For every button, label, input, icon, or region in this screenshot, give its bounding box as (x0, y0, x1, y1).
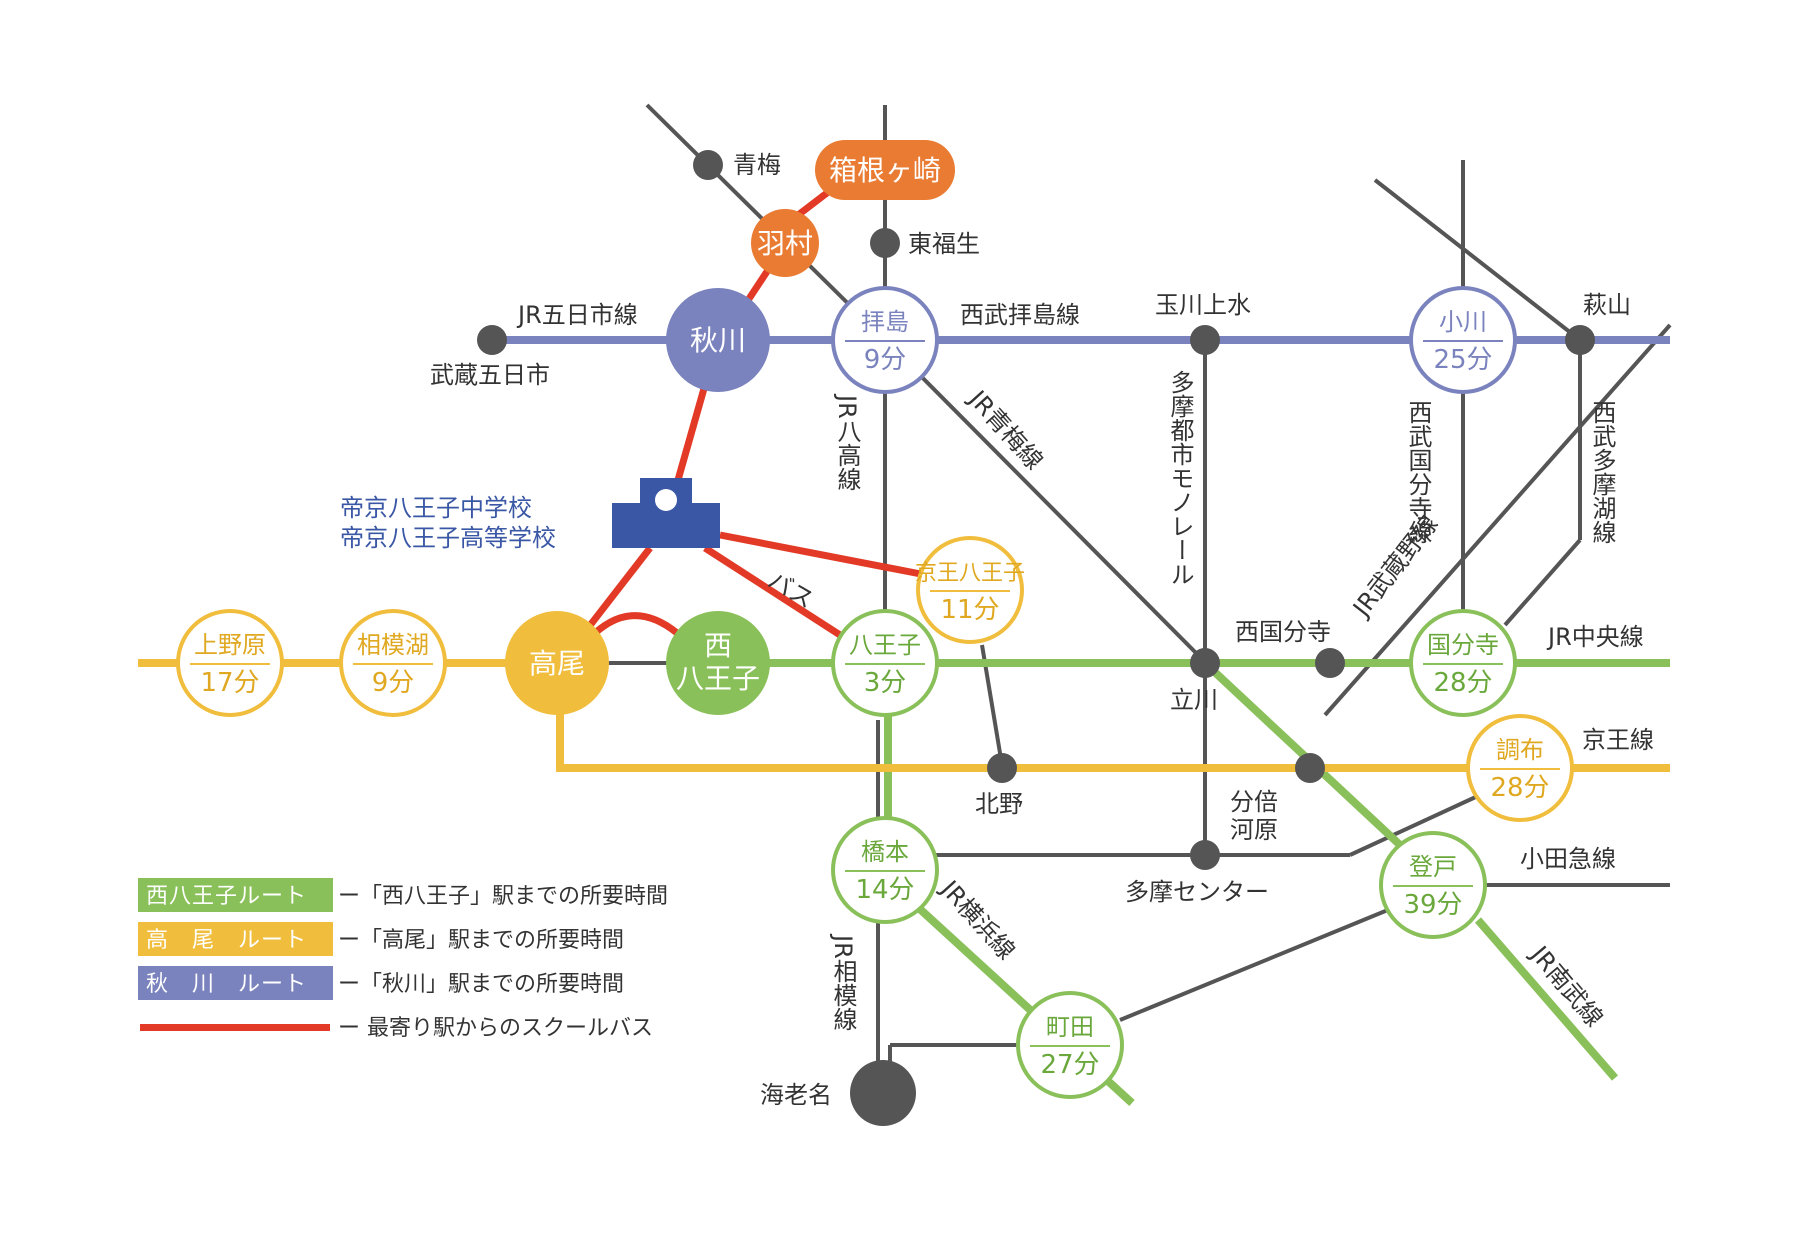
jr-hachiko-label: JR八高線 (833, 393, 861, 491)
sagamiko-minutes: 9分 (372, 668, 415, 698)
hub-stations (505, 140, 955, 715)
akigawa-hub (666, 288, 770, 392)
ome-label: 青梅 (733, 151, 781, 179)
legend-box-akigawa: 秋 川 ルート (146, 972, 307, 997)
school-label-1: 帝京八王子中学校 (340, 494, 532, 522)
legend-box-takao: 高 尾 ルート (146, 928, 307, 953)
nishi-kokubunji-station (1315, 648, 1345, 678)
hachioji-name: 八王子 (849, 631, 921, 659)
uenohara-name: 上野原 (194, 631, 266, 659)
tama-center-station (1190, 840, 1220, 870)
monorail-label: 多摩都市モノレール (1166, 370, 1194, 586)
tamagawa-josui-station (1190, 325, 1220, 355)
bubaigawara-label-2: 河原 (1230, 816, 1278, 844)
ebina-label: 海老名 (760, 1081, 832, 1109)
keio-label: 京王線 (1582, 726, 1654, 754)
legend-swatch-nishi-hachioji (138, 878, 333, 912)
hashimoto-name: 橋本 (861, 838, 909, 866)
jr-ome-line (883, 338, 1207, 664)
haijima-minutes: 9分 (864, 345, 907, 375)
odakyu-label: 小田急線 (1520, 845, 1616, 873)
hamura-hub (751, 209, 819, 277)
ebina-station (850, 1060, 916, 1126)
legend-box-nishi-hachioji: 西八王子ルート (146, 884, 307, 909)
akigawa-label: 秋川 (690, 324, 746, 357)
tama-center-diag (1349, 793, 1481, 857)
hagiyama-label: 萩山 (1583, 291, 1631, 319)
legend-swatch-akigawa (138, 966, 333, 1000)
legend: 西八王子ルート ー「西八王子」駅までの所要時間 高 尾 ルート ー「高尾」駅まで… (138, 878, 668, 1041)
noborito-name: 登戸 (1409, 853, 1457, 881)
chofu-minutes: 28分 (1490, 773, 1549, 803)
musashino-line (1323, 323, 1672, 717)
takao-label: 高尾 (529, 647, 585, 680)
tamagawa-josui-label: 玉川上水 (1155, 291, 1251, 319)
nishi-hachioji-hub (666, 611, 770, 715)
ome-station (693, 150, 723, 180)
chofu-name: 調布 (1496, 736, 1544, 764)
bubaigawara-station (1295, 753, 1325, 783)
machida-minutes: 27分 (1040, 1050, 1099, 1080)
machida-name: 町田 (1046, 1013, 1094, 1041)
seibu-haijima-label: 西武拝島線 (960, 301, 1080, 329)
hachioji-minutes: 3分 (864, 668, 907, 698)
small-stations (477, 150, 1595, 1126)
kitano-label: 北野 (975, 790, 1023, 818)
noborito-minutes: 39分 (1403, 890, 1462, 920)
tachikawa-station (1190, 648, 1220, 678)
kitano-station (987, 753, 1017, 783)
musashino-upper (1373, 178, 1582, 342)
nishi-hachioji-label-1: 西 (704, 629, 732, 662)
musashi-itsukaichi-label: 武蔵五日市 (430, 361, 550, 389)
legend-desc-akigawa: ー「秋川」駅までの所要時間 (338, 972, 624, 997)
hashimoto-minutes: 14分 (855, 875, 914, 905)
hakonegasaki-label: 箱根ヶ崎 (829, 154, 941, 187)
ogawa-minutes: 25分 (1433, 345, 1492, 375)
takao-hub (505, 611, 609, 715)
legend-swatch-takao (138, 922, 333, 956)
legend-desc-bus: ー 最寄り駅からのスクールバス (338, 1016, 653, 1041)
nishi-kokubunji-label: 西国分寺 (1235, 618, 1331, 646)
jr-musashino-label: JR武蔵野線 (1346, 510, 1443, 623)
legend-desc-nishi-hachioji: ー「西八王子」駅までの所要時間 (338, 884, 668, 909)
hagiyama-station (1565, 325, 1595, 355)
hamura-label: 羽村 (757, 227, 813, 260)
tama-center-label: 多摩センター (1125, 878, 1269, 906)
school-label-2: 帝京八王子高等学校 (340, 524, 556, 552)
keio-hachioji-minutes: 11分 (940, 595, 999, 625)
jr-chuo-label: JR中央線 (1546, 623, 1644, 651)
machida-odakyu (1119, 903, 1401, 1022)
keio-hachioji-name: 京王八王子 (915, 561, 1025, 586)
nishi-hachioji-label-2: 八王子 (676, 662, 760, 695)
tamako-connector (1503, 538, 1582, 627)
legend-desc-takao: ー「高尾」駅までの所要時間 (338, 928, 624, 953)
tachikawa-label: 立川 (1170, 686, 1218, 714)
kokubunji-minutes: 28分 (1433, 668, 1492, 698)
higashi-fussa-label: 東福生 (908, 230, 980, 258)
school-icon (612, 478, 720, 548)
musashi-itsukaichi-station (477, 325, 507, 355)
sagamiko-name: 相模湖 (357, 631, 429, 659)
route-station-dividers (190, 340, 1560, 1047)
kokubunji-name: 国分寺 (1427, 631, 1499, 659)
higashi-fussa-station (870, 228, 900, 258)
jr-itsukaichi-label: JR五日市線 (516, 301, 638, 329)
seibu-tamako-label: 西武多摩湖線 (1588, 400, 1616, 544)
bubaigawara-label-1: 分倍 (1230, 788, 1278, 816)
uenohara-minutes: 17分 (200, 668, 259, 698)
ogawa-name: 小川 (1439, 308, 1487, 336)
legend-swatch-bus (140, 1024, 330, 1031)
hakonegasaki-hub (815, 140, 955, 200)
haijima-name: 拝島 (861, 308, 909, 336)
jr-sagami-label: JR相模線 (829, 933, 857, 1031)
seibu-kokubunji-label: 西武国分寺線 (1404, 400, 1432, 544)
jr-yokohama-label: JR横浜線 (934, 874, 1020, 965)
